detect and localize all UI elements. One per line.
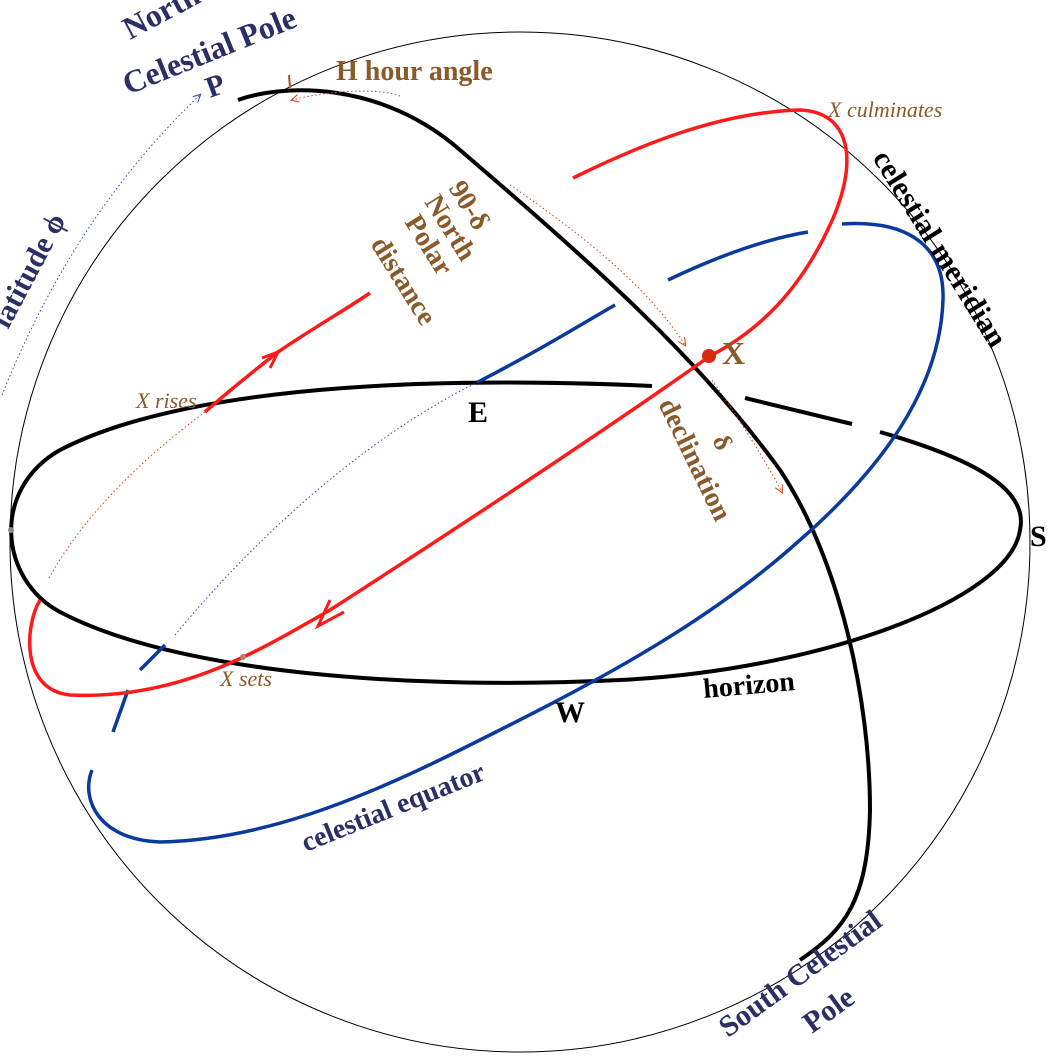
east-label: E bbox=[468, 396, 488, 429]
x-sets-point bbox=[240, 654, 246, 660]
south-celestial-pole-label-line1: South Celestial bbox=[713, 904, 888, 1044]
hidden-equator-dotted bbox=[174, 381, 479, 636]
x-label: X bbox=[722, 335, 745, 371]
declination-arc bbox=[711, 379, 782, 492]
x-rises-label: X rises bbox=[135, 388, 197, 413]
latitude-label: latitude ϕ bbox=[0, 208, 73, 333]
hour-angle-label: H hour angle bbox=[336, 56, 493, 87]
star-path-arrow-rising bbox=[261, 349, 282, 369]
delta-label: δ bbox=[707, 430, 739, 455]
celestial-meridian-circle bbox=[237, 88, 873, 962]
north-point-marker bbox=[8, 527, 14, 533]
latitude-arc bbox=[1, 95, 200, 396]
west-label: W bbox=[555, 696, 585, 729]
hour-angle-tick bbox=[288, 74, 291, 89]
x-sets-label: X sets bbox=[219, 666, 272, 691]
horizon-circle bbox=[9, 380, 1023, 685]
declination-label: declination bbox=[652, 393, 738, 526]
south-label: S bbox=[1030, 520, 1047, 553]
star-x-point bbox=[702, 349, 716, 363]
horizon-label: horizon bbox=[702, 666, 797, 705]
hour-angle-arc bbox=[292, 90, 401, 100]
north-polar-distance-arc bbox=[509, 184, 685, 345]
celestial-sphere-outline bbox=[9, 31, 1031, 1053]
p-label: P bbox=[201, 67, 230, 104]
hidden-star-path-dotted bbox=[47, 411, 206, 581]
celestial-equator-circle bbox=[86, 221, 945, 844]
x-culminates-label: X culminates bbox=[827, 97, 942, 122]
star-path-arrow-setting bbox=[314, 599, 345, 630]
